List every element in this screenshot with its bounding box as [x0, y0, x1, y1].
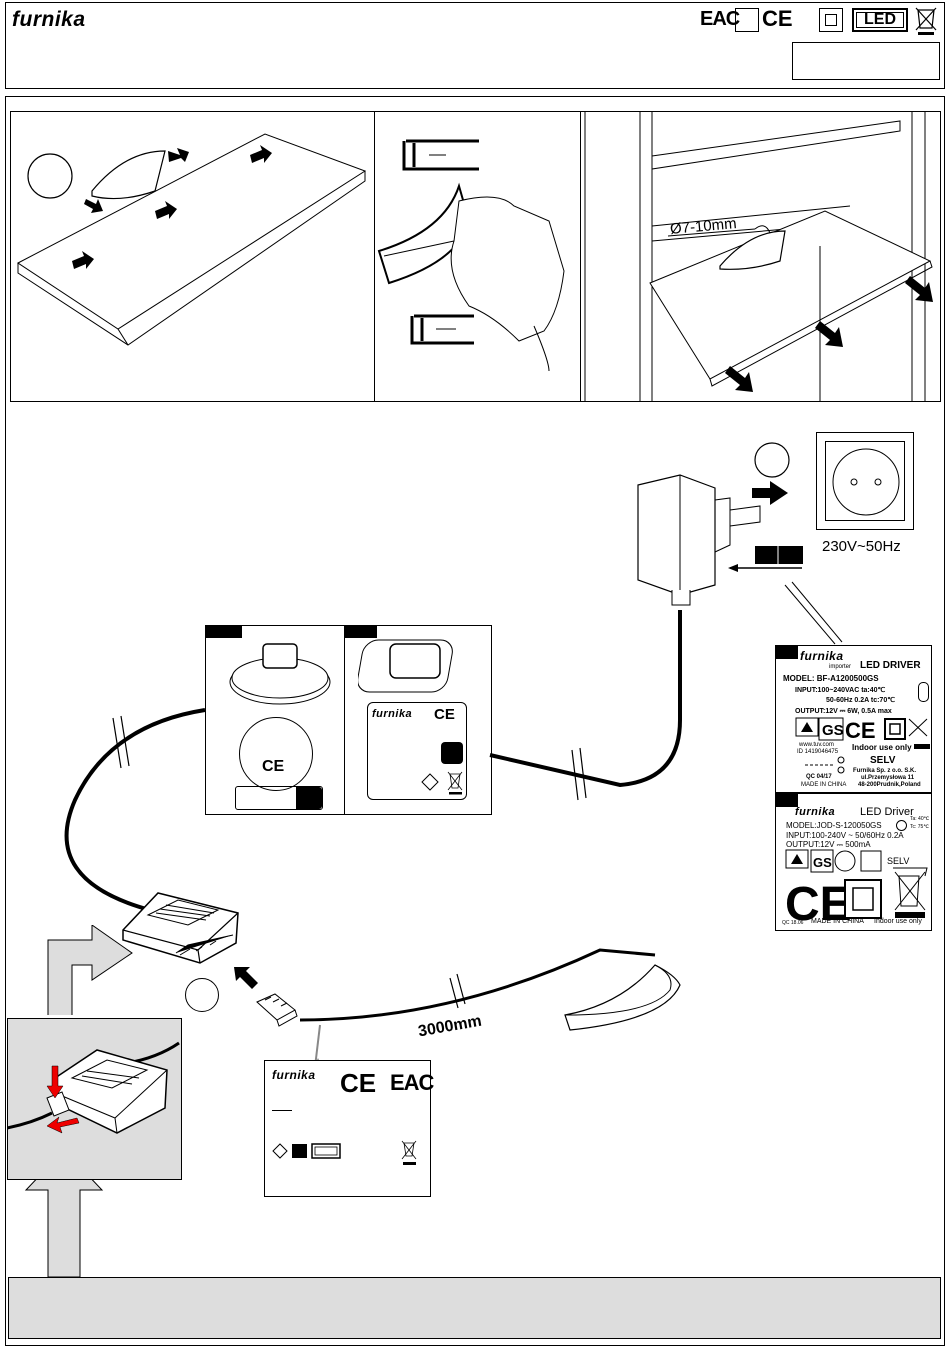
product-underline: [272, 1110, 292, 1111]
blank-mark-box: [735, 8, 759, 32]
cover-illustration: [377, 139, 565, 372]
driver-label-1-tab: [776, 646, 798, 659]
driver-label-1: [775, 645, 932, 793]
product-symbols: [272, 1140, 417, 1165]
header-info-box: [792, 42, 940, 80]
variant-tab-b: [345, 626, 377, 638]
driver2-title: LED Driver: [860, 806, 914, 818]
switch-panel-divider: [344, 625, 345, 815]
switch-ce-mark: CE: [262, 758, 285, 775]
insert-arrow: [234, 967, 258, 989]
svg-text:GS: GS: [813, 855, 832, 870]
cabinet-illustration: [584, 111, 933, 402]
driver1-output: OUTPUT:12V ⎓ 6W, 0.5A max: [795, 708, 892, 715]
svg-text:CE: CE: [845, 718, 876, 742]
variant-tab-a: [206, 626, 242, 638]
plug-connector: [256, 993, 298, 1027]
ce-mark: CE: [762, 6, 793, 31]
driver1-model: MODEL: BF-A1200500GS: [783, 674, 879, 683]
switch-brand-logo: furnika: [372, 708, 413, 720]
driver1-input-2: 50-60Hz 0.2A tc:70℃: [826, 697, 896, 704]
driver2-input: INPUT:100-240V ~ 50/60Hz 0.2A: [786, 831, 904, 840]
callout-lines: [784, 581, 843, 645]
driver1-made-in: MADE IN CHINA: [801, 782, 847, 788]
driver1-indoor: Indoor use only: [852, 743, 912, 752]
driver2-cert-marks: GS SELV CE: [785, 849, 928, 926]
driver2-made-in: MADE IN CHINA: [811, 918, 864, 925]
driver1-bar: [914, 744, 930, 749]
driver-label-2-tab: [776, 794, 798, 807]
bottom-note-bar: [8, 1277, 941, 1339]
driver1-importer: importer: [829, 664, 852, 670]
round-touch-switch: [229, 643, 331, 705]
product-brand-logo: furnika: [272, 1068, 316, 1082]
power-supply-illustration: [637, 442, 803, 606]
driver-label-2: [775, 793, 932, 931]
switch-plate-black-badge: [441, 742, 463, 764]
header-brand-logo: furnika: [12, 8, 86, 31]
driver2-model: MODEL:JOD-S-120050GS: [786, 821, 882, 830]
wall-socket: [816, 432, 914, 530]
led-mark: LED: [852, 8, 908, 32]
driver1-street: ul.Przemysłowa 11: [861, 775, 915, 781]
switch-label-plate: [367, 702, 467, 800]
double-insulation-mark: [819, 8, 843, 32]
driver2-ta: Ta: 40℃: [910, 816, 930, 822]
step-number-circle: [185, 978, 219, 1012]
driver2-output: OUTPUT:12V ⎓ 500mA: [786, 840, 871, 849]
driver1-website: www.tuv.com: [799, 742, 834, 748]
driver1-polarity: [805, 756, 845, 774]
switch-plate-ce-mark: CE: [434, 706, 455, 723]
shelf-illustration: [17, 133, 367, 346]
driver1-input-1: INPUT:100~240VAC ta:40℃: [795, 687, 886, 694]
step-number-circle: [754, 442, 790, 478]
junction-box-illustration: [122, 892, 239, 964]
product-ce-mark: CE: [340, 1068, 377, 1098]
switch-slider-graphic: [235, 786, 323, 810]
main-frame: [5, 96, 945, 1346]
driver2-v-icon: [896, 820, 907, 831]
step-number-circle: [27, 153, 73, 199]
driver1-cert-id: ID 1419046475: [797, 749, 839, 755]
driver1-qc: QC 04/17: [806, 774, 832, 780]
product-eac-mark: EAC: [390, 1070, 434, 1095]
driver2-qc: QC 18.06: [782, 920, 804, 926]
svg-text:CE: CE: [785, 878, 852, 926]
driver1-info-icon: [918, 682, 929, 702]
driver1-title: LED DRIVER: [860, 660, 921, 671]
svg-text:GS: GS: [822, 722, 844, 739]
driver2-indoor: Indoor use only: [874, 918, 922, 925]
detail-callout-arrows: [24, 925, 133, 1278]
mains-rating-label: 230V~50Hz: [822, 538, 901, 555]
driver1-selv: SELV: [870, 755, 896, 766]
eac-mark: EAC: [700, 8, 740, 30]
switch-plate-symbols: [421, 771, 463, 795]
driver2-brand-logo: furnika: [795, 806, 836, 818]
detail-junction-box: [7, 1041, 180, 1134]
step-panel-cabinet: [580, 111, 941, 402]
weee-bin-icon: [912, 4, 940, 36]
driver1-company: Furnika Sp. z o.o. S.K.: [853, 768, 917, 774]
svg-text:SELV: SELV: [887, 856, 909, 866]
switch-ce-circle: [239, 717, 313, 791]
header-frame: [5, 2, 945, 89]
switch-panel: [205, 625, 492, 815]
cables: [64, 610, 682, 1060]
led-lamp-illustration: [564, 964, 681, 1031]
driver1-cert-marks: GS CE: [795, 717, 928, 742]
product-label: [264, 1060, 431, 1197]
square-touch-switch: [358, 639, 453, 693]
driver1-city: 48-200Prudnik,Poland: [858, 782, 921, 788]
driver2-tc: Tc: 75℃: [910, 824, 929, 830]
driver1-brand-logo: furnika: [800, 649, 844, 663]
